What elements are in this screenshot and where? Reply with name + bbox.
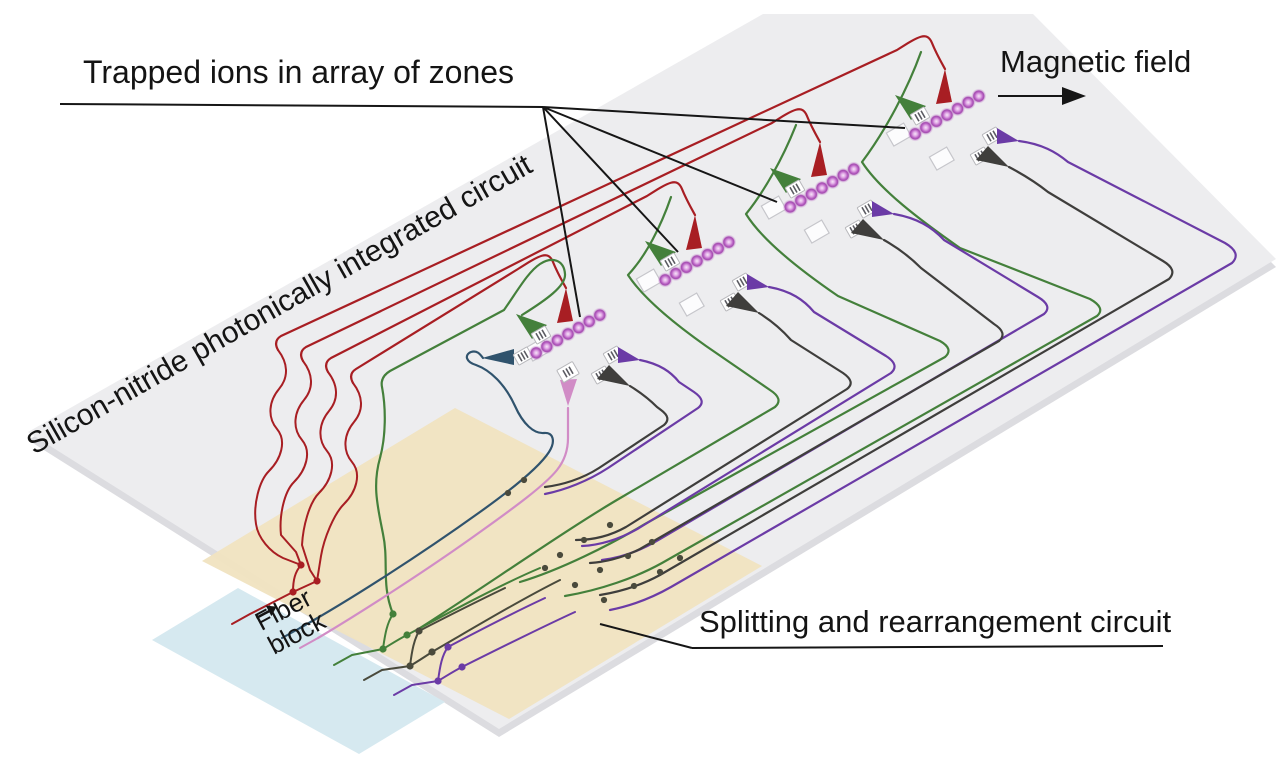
- navy-feed-zone1: [298, 350, 554, 630]
- purple-splitter-tree: [393, 597, 576, 696]
- dark-return-zone1: [543, 384, 669, 489]
- trap-zone-4: [885, 69, 1019, 171]
- fiber-block-label: Fiber block: [250, 582, 330, 660]
- magnetic-field-label: Magnetic field: [1000, 44, 1192, 79]
- green-emitter-horn: [516, 314, 547, 339]
- fiber-stubs: [281, 627, 319, 649]
- purple-collector-horn: [747, 274, 769, 290]
- dark-collector-horn: [726, 292, 759, 313]
- ion: [721, 234, 737, 250]
- green-splitter-tree: [333, 567, 541, 666]
- red-riser-3: [279, 360, 312, 566]
- green-emitter-horn: [895, 95, 926, 120]
- ion: [846, 161, 862, 177]
- detector-box: [803, 219, 830, 244]
- splitting-label-underline: [691, 645, 1164, 649]
- pink-emitter-horn: [560, 379, 577, 406]
- splitting-region: [202, 408, 762, 719]
- red-feed-zone1: [349, 254, 568, 385]
- trapped-label-underline: [59, 103, 544, 108]
- red-emitter-horn: [811, 142, 827, 177]
- grating-coupler-purple: [856, 199, 878, 219]
- red-feed-zone2: [324, 181, 697, 374]
- splitter-dots: [289, 561, 466, 685]
- green-feed-zone4: [563, 50, 1102, 598]
- trapped-ions-label: Trapped ions in array of zones: [83, 54, 515, 90]
- splitting-pointer-line: [599, 623, 693, 649]
- purple-return-zone4: [608, 139, 1237, 612]
- detector-box: [678, 292, 705, 317]
- green-emitter-horn: [645, 241, 676, 266]
- grating-coupler-purple: [981, 126, 1003, 146]
- pink-feed-zone1: [316, 406, 570, 640]
- dark-return-zone2: [574, 311, 852, 542]
- trap-zone-1: [482, 288, 640, 406]
- fiber-block-region: [152, 588, 445, 754]
- ion: [971, 88, 987, 104]
- detector-box: [928, 146, 955, 171]
- dark-splitter-tree: [363, 579, 561, 681]
- purple-return-zone1: [543, 358, 703, 496]
- purple-collector-horn: [618, 347, 640, 363]
- waveguides-dark: [363, 165, 1174, 681]
- green-feed-zone1: [375, 258, 567, 616]
- red-feed-zone4: [274, 35, 947, 352]
- trap-zone-2: [635, 215, 769, 317]
- red-riser-1: [316, 382, 362, 582]
- detector-box: [635, 268, 662, 293]
- dark-collector-horn: [597, 365, 630, 386]
- dark-collector-horn: [976, 146, 1009, 167]
- dark-collector-horn: [851, 219, 884, 240]
- purple-collector-horn: [872, 201, 894, 217]
- trap-zone-3: [760, 142, 894, 244]
- purple-collector-horn: [997, 128, 1019, 144]
- crossing-dots: [504, 476, 684, 604]
- red-emitter-horn: [686, 215, 702, 250]
- red-emitter-horn: [557, 288, 573, 323]
- ion: [592, 307, 608, 323]
- ion-row: [528, 307, 608, 361]
- red-riser-2: [301, 371, 337, 582]
- green-feed-zone3: [518, 123, 950, 584]
- dark-return-zone3: [588, 238, 1004, 565]
- red-emitter-horn: [936, 69, 952, 104]
- detector-box: [760, 195, 787, 220]
- navy-emitter-horn: [482, 349, 514, 365]
- red-riser-4: [254, 349, 302, 566]
- red-feed-zone3: [299, 108, 822, 363]
- waveguides-green: [333, 50, 1102, 666]
- trapped-pointer-lines: [542, 106, 906, 318]
- splitting-circuit-label: Splitting and rearrangement circuit: [699, 604, 1172, 639]
- grating-coupler-purple: [602, 345, 624, 365]
- annotation-lines: [59, 87, 1164, 649]
- ion-row: [782, 161, 862, 215]
- purple-return-zone2: [580, 285, 896, 548]
- green-feed-zone2: [418, 195, 780, 630]
- grating-coupler-green: [784, 179, 806, 199]
- ion-row: [657, 234, 737, 288]
- grating-coupler-pink: [556, 361, 580, 383]
- green-emitter-horn: [770, 168, 801, 193]
- fiber-block-arrow-icon: [255, 582, 303, 620]
- ion-row: [907, 88, 987, 142]
- magnetic-field-arrow-icon: [998, 87, 1086, 105]
